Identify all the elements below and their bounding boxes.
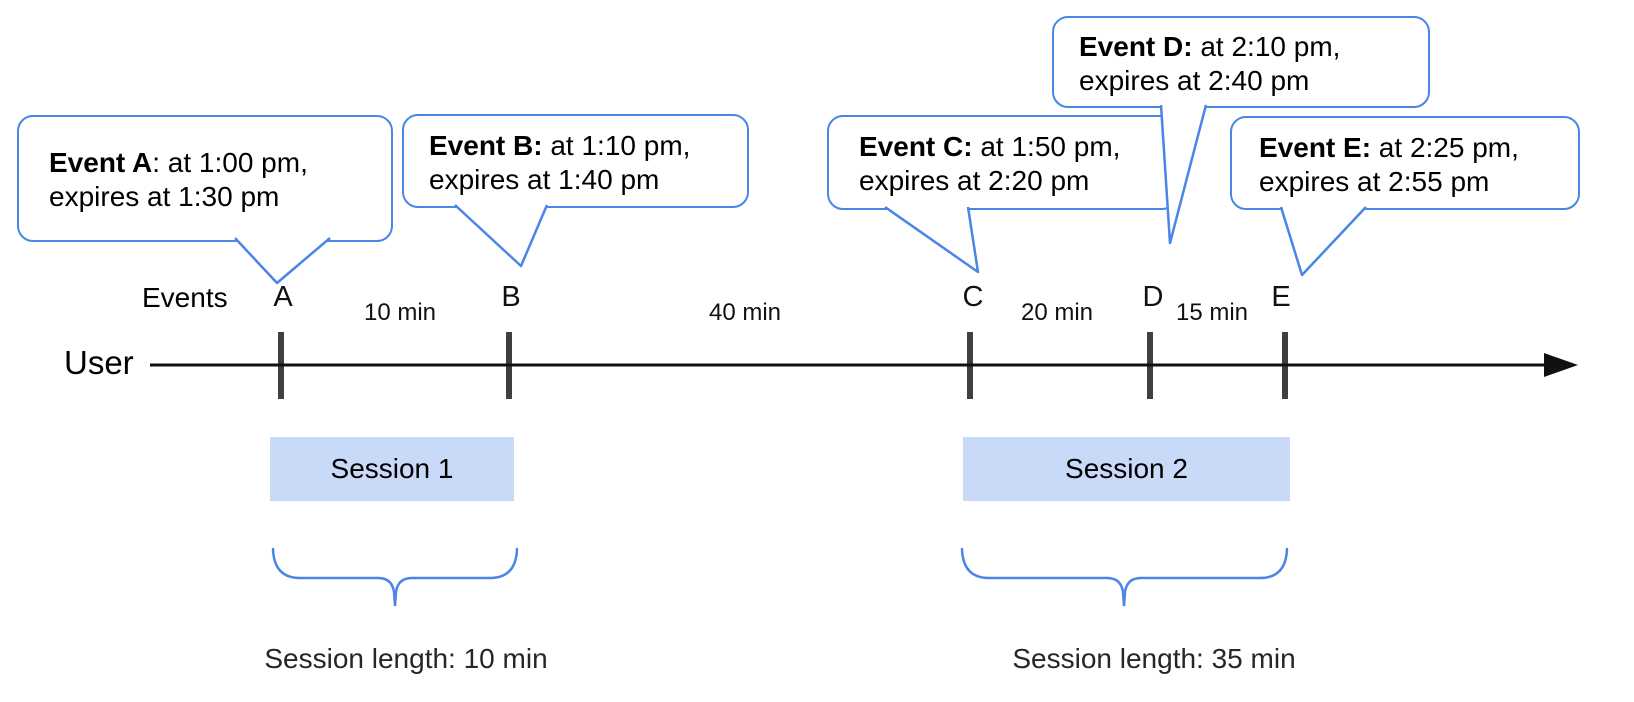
tick-b <box>506 332 512 399</box>
event-e-time: at 2:25 pm, <box>1371 132 1519 163</box>
tick-label-c: C <box>962 281 984 313</box>
event-d-name: Event D: <box>1079 31 1193 62</box>
event-d-callout: Event D: at 2:10 pm, expires at 2:40 pm <box>1052 16 1430 108</box>
tick-label-a: A <box>273 281 293 313</box>
session-2-label: Session 2 <box>1065 453 1188 484</box>
event-d-expiry: expires at 2:40 pm <box>1079 65 1310 96</box>
event-e-callout: Event E: at 2:25 pm, expires at 2:55 pm <box>1230 116 1580 210</box>
event-a-title: Event A: at 1:00 pm, <box>49 146 391 180</box>
tick-label-b: B <box>501 281 521 313</box>
session-1-label: Session 1 <box>330 453 454 484</box>
session-2-box: Session 2 <box>963 437 1290 501</box>
session-2-brace <box>960 547 1289 607</box>
timeline-arrowhead-icon <box>1544 353 1578 377</box>
session-1-brace <box>271 547 519 607</box>
event-e-callout-tail <box>1279 206 1367 277</box>
event-b-expiry: expires at 1:40 pm <box>429 164 660 195</box>
session-1-box: Session 1 <box>270 437 514 501</box>
event-e-title: Event E: at 2:25 pm, <box>1259 131 1578 165</box>
tick-label-e: E <box>1271 281 1291 313</box>
tick-label-d: D <box>1142 281 1164 313</box>
event-b-callout-tail <box>454 204 549 268</box>
event-b-title: Event B: at 1:10 pm, <box>429 129 747 163</box>
event-a-callout-tail <box>234 237 331 285</box>
tick-a <box>278 332 284 399</box>
event-d-title: Event D: at 2:10 pm, <box>1079 30 1428 64</box>
event-a-callout: Event A: at 1:00 pm, expires at 1:30 pm <box>17 115 393 242</box>
event-a-name: Event A <box>49 147 153 178</box>
events-axis-label: Events <box>142 282 228 313</box>
interval-c-d: 20 min <box>1020 299 1094 326</box>
event-c-expiry: expires at 2:20 pm <box>859 165 1090 196</box>
event-c-callout-tail <box>884 205 980 274</box>
event-c-name: Event C: <box>859 131 973 162</box>
tick-c <box>967 332 973 399</box>
event-c-title: Event C: at 1:50 pm, <box>859 130 1176 164</box>
event-b-name: Event B: <box>429 130 543 161</box>
session-1-length-label: Session length: 10 min <box>264 643 548 674</box>
event-c-callout: Event C: at 1:50 pm, expires at 2:20 pm <box>827 115 1178 210</box>
event-b-time: at 1:10 pm, <box>542 130 691 161</box>
tick-d <box>1147 332 1153 399</box>
event-e-expiry: expires at 2:55 pm <box>1259 166 1490 197</box>
event-b-callout: Event B: at 1:10 pm, expires at 1:40 pm <box>402 114 749 208</box>
event-c-time: at 1:50 pm, <box>972 131 1121 162</box>
tick-e <box>1282 332 1288 399</box>
event-e-name: Event E: <box>1259 132 1372 163</box>
interval-b-c: 40 min <box>708 299 782 326</box>
event-a-expiry: expires at 1:30 pm <box>49 181 280 212</box>
interval-d-e: 15 min <box>1175 299 1249 326</box>
user-axis-label: User <box>64 344 134 381</box>
event-a-time: : at 1:00 pm, <box>152 147 308 178</box>
session-2-length-label: Session length: 35 min <box>1012 643 1296 674</box>
interval-a-b: 10 min <box>363 299 437 326</box>
event-d-time: at 2:10 pm, <box>1192 31 1341 62</box>
